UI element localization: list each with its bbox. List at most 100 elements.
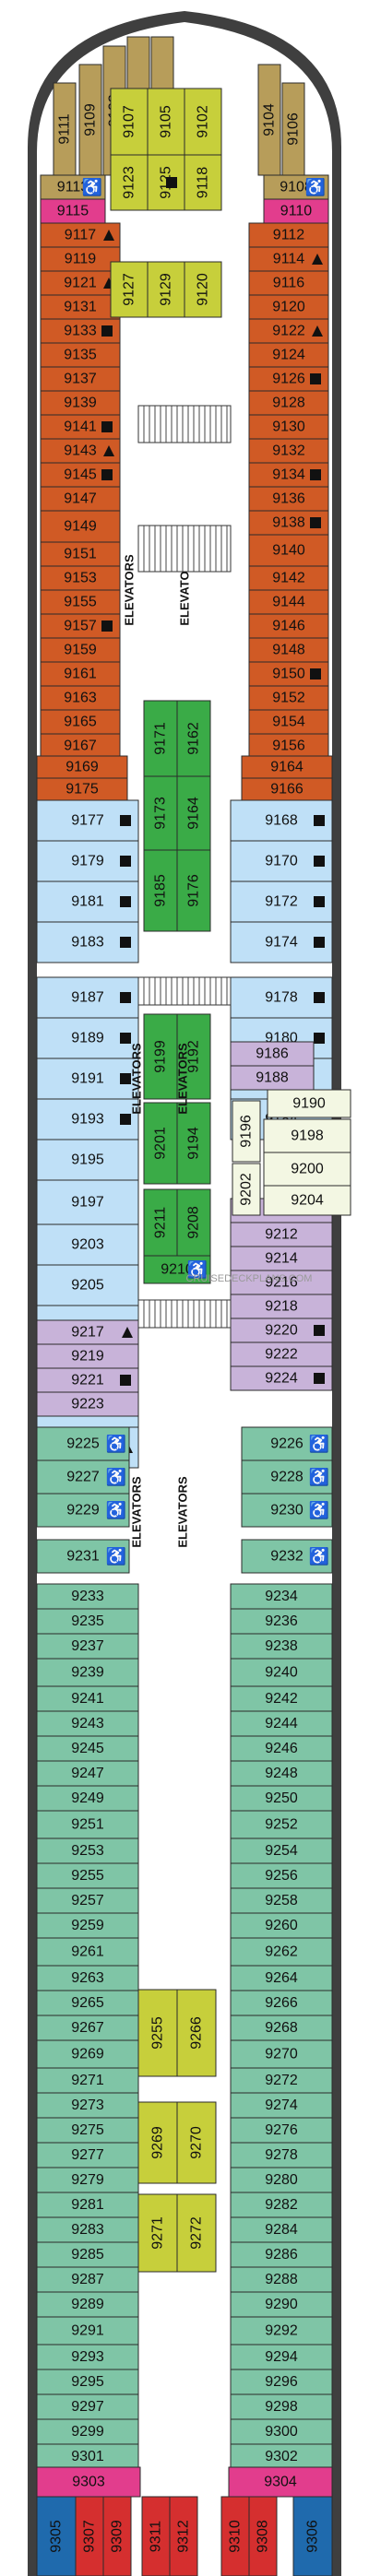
cabin-9204-box[interactable] — [263, 1185, 351, 1216]
cabin-9285-box[interactable] — [36, 2241, 139, 2268]
cabin-9279[interactable]: 9279 — [36, 2167, 139, 2193]
cabin-9196-box[interactable] — [232, 1100, 261, 1163]
cabin-9280-box[interactable] — [230, 2167, 333, 2193]
cabin-9127[interactable]: 9127 — [110, 261, 149, 318]
cabin-9120-box[interactable] — [248, 294, 329, 320]
cabin-9165[interactable]: 9165 — [40, 709, 121, 735]
cabin-9289-box[interactable] — [36, 2291, 139, 2318]
cabin-9277[interactable]: 9277 — [36, 2142, 139, 2168]
cabin-9122[interactable]: 9122 — [248, 318, 329, 344]
cabin-9143[interactable]: 9143 — [40, 438, 121, 464]
cabin-9132[interactable]: 9132 — [248, 438, 329, 464]
cabin-9155[interactable]: 9155 — [40, 589, 121, 615]
cabin-9301-box[interactable] — [36, 2443, 139, 2470]
cabin-9141[interactable]: 9141 — [40, 414, 121, 440]
cabin-9135[interactable]: 9135 — [40, 342, 121, 368]
cabin-9112-box[interactable] — [248, 222, 329, 248]
cabin-9272[interactable]: 9272 — [230, 2067, 333, 2094]
cabin-9221[interactable]: 9221 — [36, 1367, 139, 1393]
cabin-9291[interactable]: 9291 — [36, 2316, 139, 2346]
cabin-9129-box[interactable] — [147, 261, 185, 318]
cabin-9312-box[interactable] — [169, 2496, 198, 2576]
cabin-9217-box[interactable] — [36, 1319, 139, 1345]
cabin-9175[interactable]: 9175 — [36, 777, 128, 801]
cabin-9154-box[interactable] — [248, 709, 329, 735]
cabin-9270[interactable]: 9270 — [176, 2101, 217, 2184]
cabin-9107-box[interactable] — [110, 88, 149, 156]
cabin-9113-box[interactable] — [40, 174, 106, 200]
cabin-9237[interactable]: 9237 — [36, 1633, 139, 1660]
cabin-9249-box[interactable] — [36, 1785, 139, 1812]
cabin-9193[interactable]: 9193 — [36, 1098, 139, 1140]
cabin-9136[interactable]: 9136 — [248, 486, 329, 512]
cabin-9165-box[interactable] — [40, 709, 121, 735]
cabin-9150-box[interactable] — [248, 661, 329, 687]
cabin-9269[interactable]: 9269 — [137, 2101, 178, 2184]
cabin-9263-box[interactable] — [36, 1965, 139, 1991]
cabin-9299-box[interactable] — [36, 2418, 139, 2445]
cabin-9152-box[interactable] — [248, 685, 329, 711]
cabin-9274[interactable]: 9274 — [230, 2092, 333, 2119]
cabin-9167[interactable]: 9167 — [40, 733, 121, 759]
cabin-9290-box[interactable] — [230, 2291, 333, 2318]
cabin-9278-box[interactable] — [230, 2142, 333, 2168]
cabin-9202[interactable]: 9202 — [232, 1163, 261, 1216]
cabin-9226-box[interactable] — [241, 1426, 333, 1461]
cabin-9297-box[interactable] — [36, 2393, 139, 2420]
cabin-9210[interactable]: 9210♿ — [143, 1255, 211, 1284]
cabin-9156[interactable]: 9156 — [248, 733, 329, 759]
cabin-9147[interactable]: 9147 — [40, 486, 121, 512]
cabin-9233-box[interactable] — [36, 1583, 139, 1610]
cabin-9294-box[interactable] — [230, 2344, 333, 2370]
cabin-9172[interactable]: 9172 — [230, 880, 333, 923]
cabin-9152[interactable]: 9152 — [248, 685, 329, 711]
cabin-9196[interactable]: 9196 — [232, 1100, 261, 1163]
cabin-9102-box[interactable] — [184, 88, 222, 156]
cabin-9265-box[interactable] — [36, 1990, 139, 2016]
cabin-9199[interactable]: 9199 — [143, 1013, 178, 1100]
cabin-9304-box[interactable] — [228, 2466, 333, 2498]
cabin-9230[interactable]: 9230♿ — [241, 1493, 333, 1528]
cabin-9254[interactable]: 9254 — [230, 1837, 333, 1864]
cabin-9255-box[interactable] — [137, 1989, 178, 2077]
cabin-9271[interactable]: 9271 — [137, 2193, 178, 2273]
cabin-9311[interactable]: 9311 — [141, 2496, 171, 2576]
cabin-9308-box[interactable] — [248, 2496, 278, 2576]
cabin-9283[interactable]: 9283 — [36, 2216, 139, 2243]
cabin-9299[interactable]: 9299 — [36, 2418, 139, 2445]
cabin-9174[interactable]: 9174 — [230, 921, 333, 963]
cabin-9183[interactable]: 9183 — [36, 921, 139, 963]
cabin-9187[interactable]: 9187 — [36, 976, 139, 1019]
cabin-9301[interactable]: 9301 — [36, 2443, 139, 2470]
cabin-9255[interactable]: 9255 — [137, 1989, 178, 2077]
cabin-9164[interactable]: 9164 — [241, 755, 333, 779]
cabin-9203-box[interactable] — [36, 1223, 139, 1266]
cabin-9198-box[interactable] — [263, 1118, 351, 1153]
cabin-9242[interactable]: 9242 — [230, 1685, 333, 1712]
cabin-9142[interactable]: 9142 — [248, 565, 329, 591]
cabin-9232[interactable]: 9232♿ — [241, 1539, 333, 1574]
cabin-9139[interactable]: 9139 — [40, 390, 121, 416]
cabin-9252-box[interactable] — [230, 1810, 333, 1839]
cabin-9198[interactable]: 9198 — [263, 1118, 351, 1153]
cabin-9286[interactable]: 9286 — [230, 2241, 333, 2268]
cabin-9111[interactable]: 9111 — [53, 82, 77, 176]
cabin-9239[interactable]: 9239 — [36, 1658, 139, 1687]
cabin-9157[interactable]: 9157 — [40, 613, 121, 639]
cabin-9309-box[interactable] — [102, 2496, 132, 2576]
cabin-9287[interactable]: 9287 — [36, 2266, 139, 2293]
cabin-9107[interactable]: 9107 — [110, 88, 149, 156]
cabin-9270-box[interactable] — [176, 2101, 217, 2184]
cabin-9273[interactable]: 9273 — [36, 2092, 139, 2119]
cabin-9132-box[interactable] — [248, 438, 329, 464]
cabin-9234[interactable]: 9234 — [230, 1583, 333, 1610]
cabin-9245-box[interactable] — [36, 1735, 139, 1762]
cabin-9298-box[interactable] — [230, 2393, 333, 2420]
cabin-9279-box[interactable] — [36, 2167, 139, 2193]
cabin-9242-box[interactable] — [230, 1685, 333, 1712]
cabin-9136-box[interactable] — [248, 486, 329, 512]
cabin-9123[interactable]: 9123 — [110, 154, 149, 211]
cabin-9255-box[interactable] — [36, 1862, 139, 1889]
cabin-9248[interactable]: 9248 — [230, 1760, 333, 1787]
cabin-9273-box[interactable] — [36, 2092, 139, 2119]
